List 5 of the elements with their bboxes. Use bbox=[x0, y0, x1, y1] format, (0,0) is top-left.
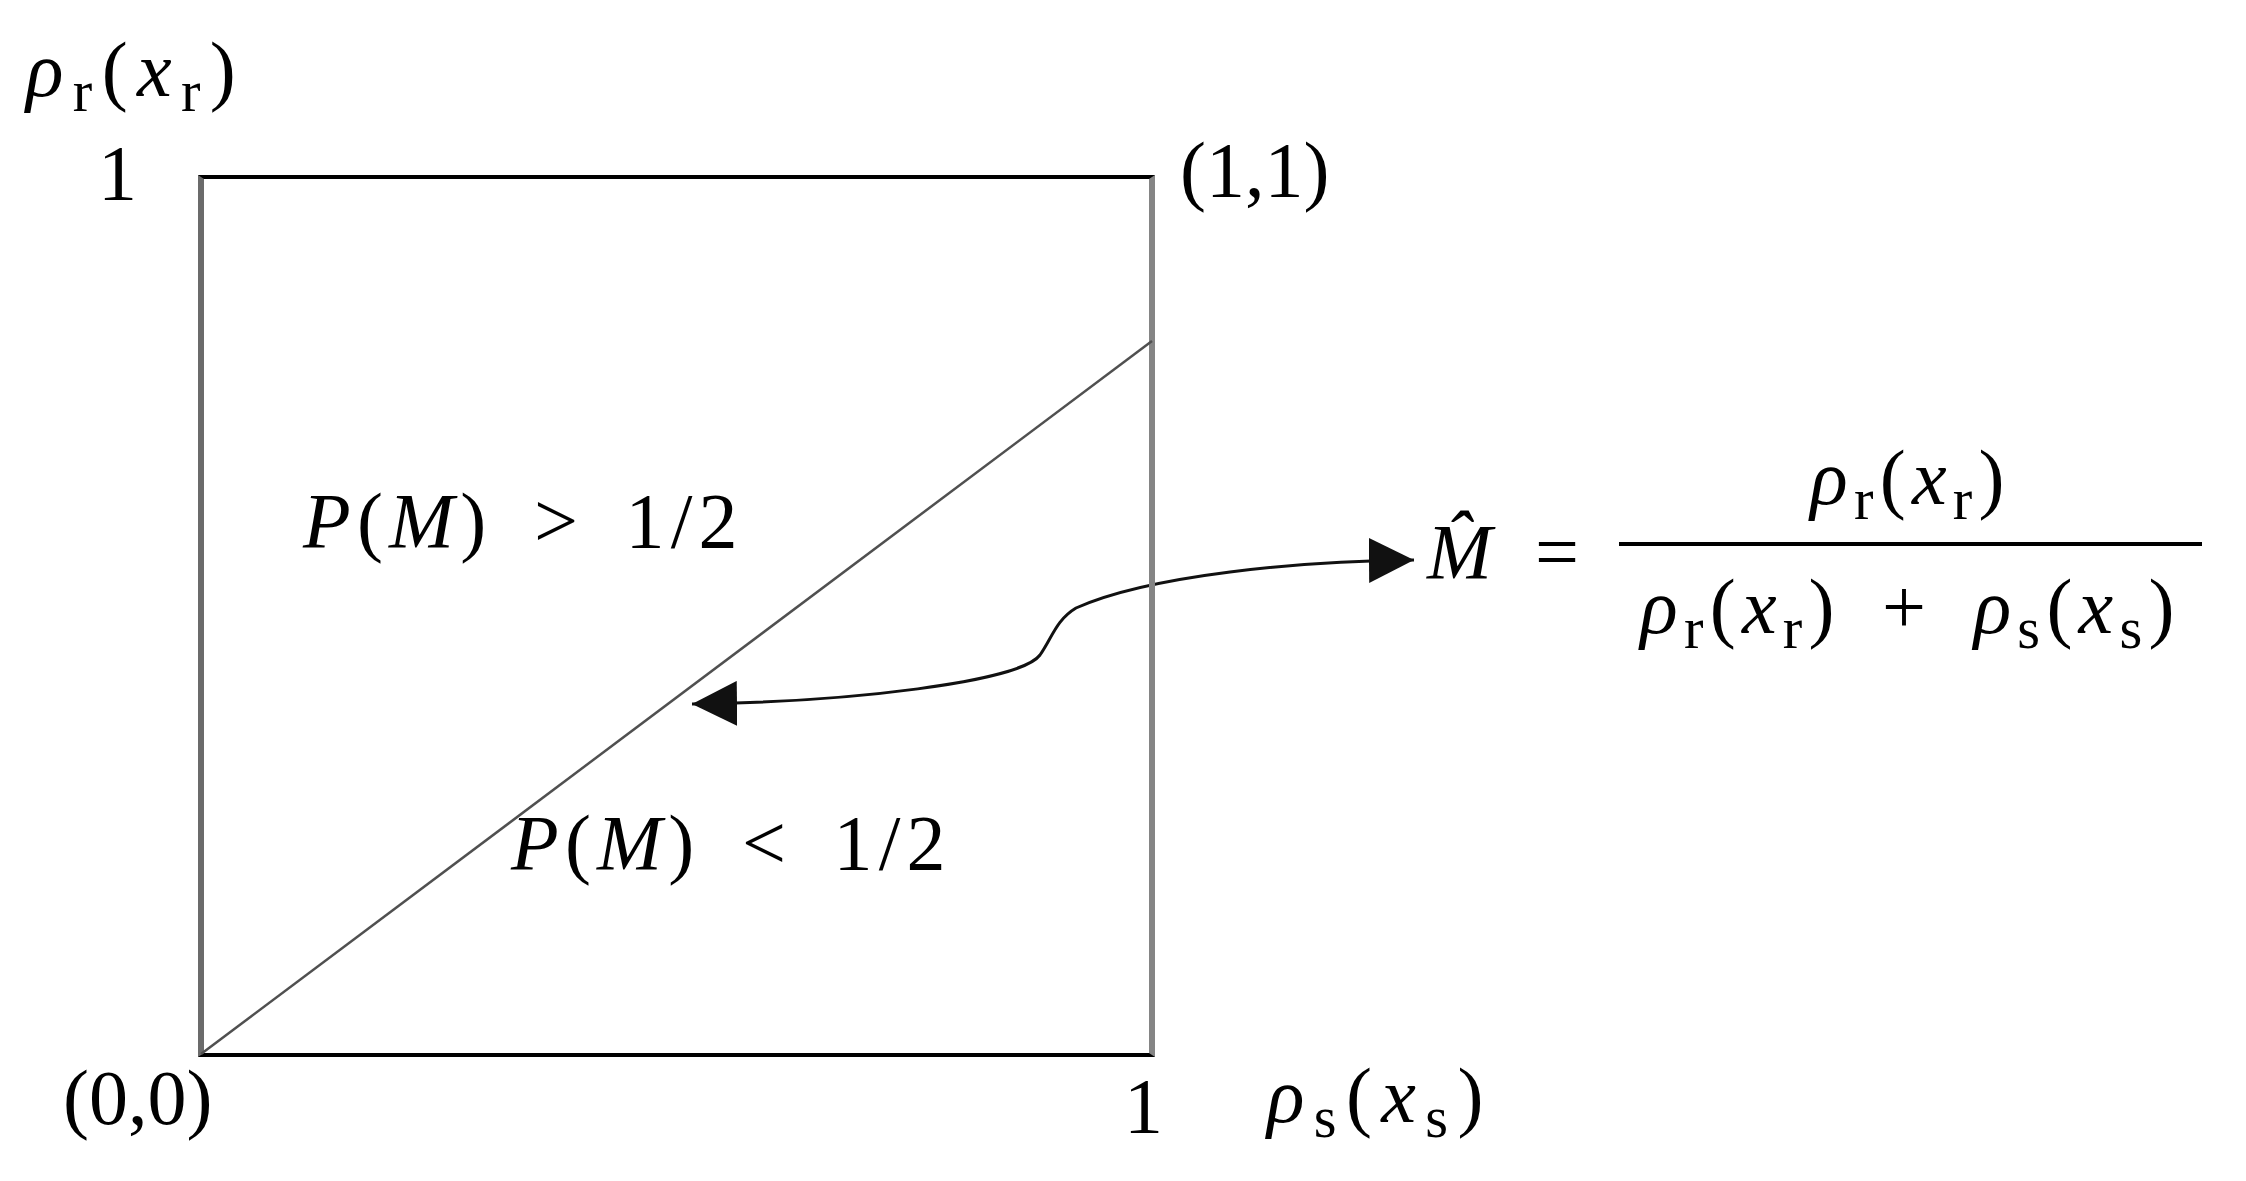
square-region bbox=[198, 175, 1155, 1057]
curved-arrow bbox=[691, 538, 1415, 726]
tick-label: 1 bbox=[98, 134, 137, 212]
formula: M̂ = ρ$_{r}$(x$_{r}$) ρ$_{r}$(x$_{r}$) + ρ$_{s}$(x$_{s}$) bbox=[1414, 430, 2214, 660]
tick-label: 1 bbox=[1124, 1067, 1163, 1145]
